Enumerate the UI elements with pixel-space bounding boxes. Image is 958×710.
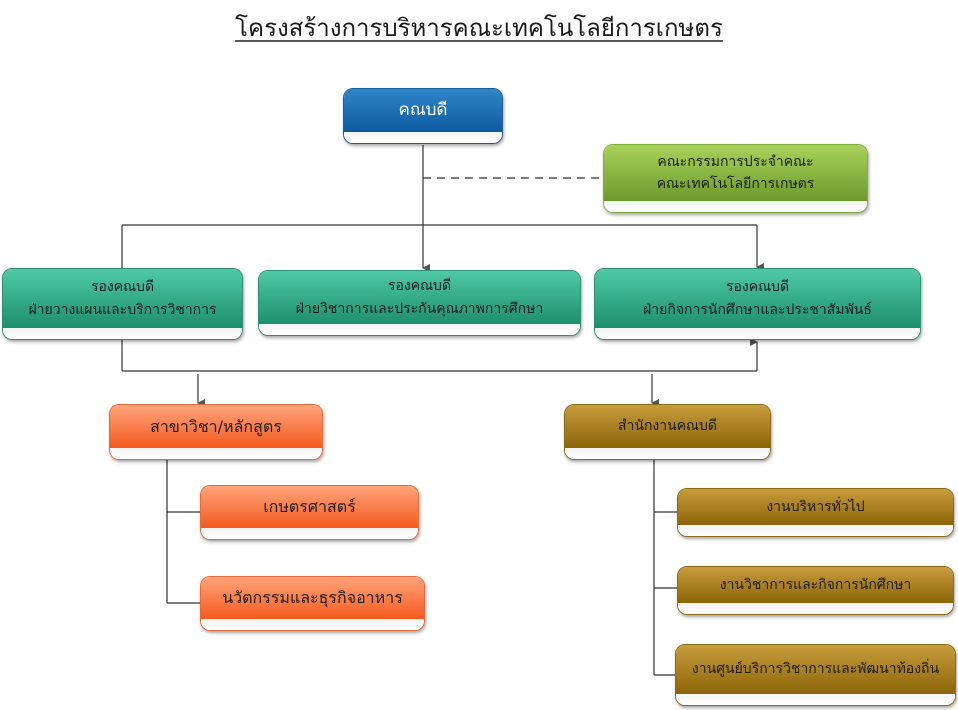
committee-label-line2: คณะเทคโนโลยีการเกษตร bbox=[656, 176, 815, 192]
chart-title: โครงสร้างการบริหารคณะเทคโนโลยีการเกษตร bbox=[235, 14, 723, 42]
committee-label-line1: คณะกรรมการประจำคณะ bbox=[657, 153, 814, 170]
vice-dean-planning-title: รองคณบดี bbox=[90, 279, 155, 296]
dean-box[interactable]: คณบดี bbox=[343, 88, 503, 144]
program-item-agriculture[interactable]: เกษตรศาสตร์ bbox=[200, 485, 419, 540]
program-item-label: นวัตกรรมและธุรกิจอาหาร bbox=[222, 588, 403, 608]
office-item-label: งานบริหารทั่วไป bbox=[766, 498, 865, 515]
vice-dean-academic-title: รองคณบดี bbox=[387, 278, 452, 295]
dean-office-box[interactable]: สำนักงานคณบดี bbox=[564, 404, 771, 460]
programs-box[interactable]: สาขาวิชา/หลักสูตร bbox=[109, 404, 323, 460]
vice-dean-academic-division: ฝ่ายวิชาการและประกันคุณภาพการศึกษา bbox=[295, 300, 544, 317]
dean-office-label: สำนักงานคณบดี bbox=[617, 418, 718, 435]
vice-dean-student-division: ฝ่ายกิจการนักศึกษาและประชาสัมพันธ์ bbox=[643, 301, 872, 318]
office-item-general-admin[interactable]: งานบริหารทั่วไป bbox=[677, 488, 954, 537]
vice-dean-academic-box[interactable]: รองคณบดี ฝ่ายวิชาการและประกันคุณภาพการศึ… bbox=[258, 270, 581, 336]
vice-dean-planning-box[interactable]: รองคณบดี ฝ่ายวางแผนและบริการวิชาการ bbox=[2, 268, 243, 340]
program-item-food-innovation[interactable]: นวัตกรรมและธุรกิจอาหาร bbox=[200, 576, 425, 631]
vice-dean-student-title: รองคณบดี bbox=[725, 279, 790, 296]
office-item-service-center[interactable]: งานศูนย์บริการวิชาการและพัฒนาท้องถิ่น bbox=[675, 644, 956, 706]
office-item-label: งานศูนย์บริการวิชาการและพัฒนาท้องถิ่น bbox=[691, 661, 940, 678]
office-item-label: งานวิชาการและกิจการนักศึกษา bbox=[719, 576, 912, 593]
programs-label: สาขาวิชา/หลักสูตร bbox=[150, 416, 282, 436]
program-item-label: เกษตรศาสตร์ bbox=[263, 497, 356, 517]
vice-dean-student-box[interactable]: รองคณบดี ฝ่ายกิจการนักศึกษาและประชาสัมพั… bbox=[594, 268, 921, 340]
vice-dean-planning-division: ฝ่ายวางแผนและบริการวิชาการ bbox=[28, 301, 217, 318]
office-item-academic-student[interactable]: งานวิชาการและกิจการนักศึกษา bbox=[677, 566, 954, 615]
dean-label: คณบดี bbox=[398, 99, 448, 120]
committee-box[interactable]: คณะกรรมการประจำคณะ คณะเทคโนโลยีการเกษตร bbox=[603, 144, 868, 213]
